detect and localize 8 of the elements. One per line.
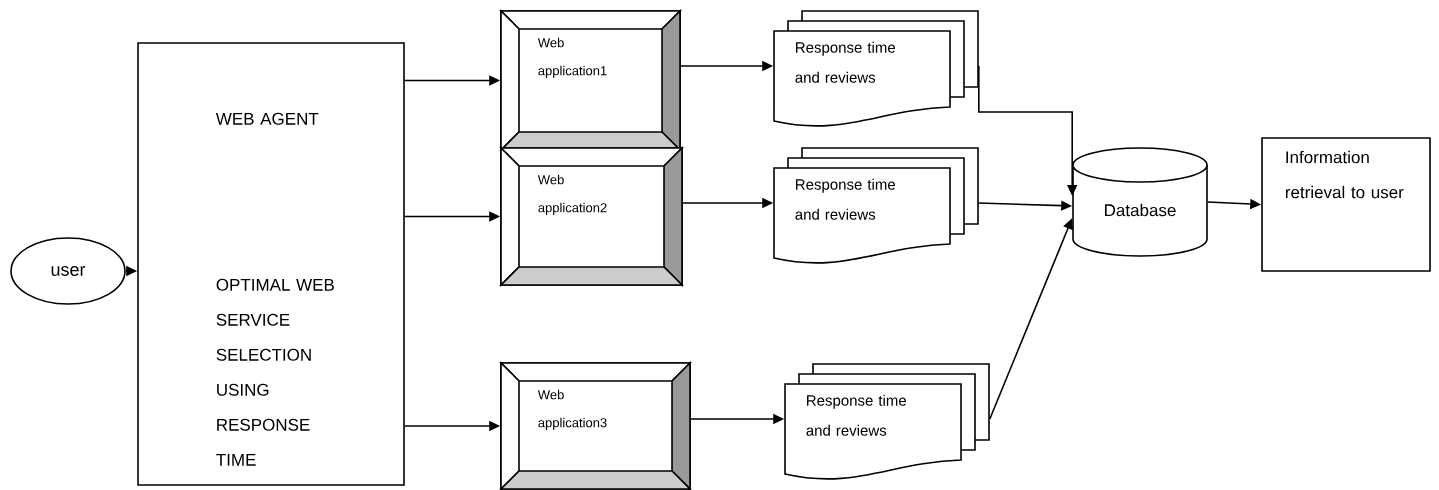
document-stack: Response time and reviews — [773, 10, 979, 127]
document-stack: Response time and reviews — [784, 363, 990, 480]
document-stack: Response time and reviews — [773, 147, 979, 264]
process-box: Information retrieval to user — [1261, 137, 1431, 272]
database-cylinder: Database — [1072, 147, 1208, 257]
node-label: Response time and reviews — [806, 394, 906, 436]
process-box: WEB AGENT OPTIMAL WEB SERVICE SELECTION USING RESPONSE TIME — [137, 42, 405, 486]
ellipse-node: user — [10, 237, 126, 305]
